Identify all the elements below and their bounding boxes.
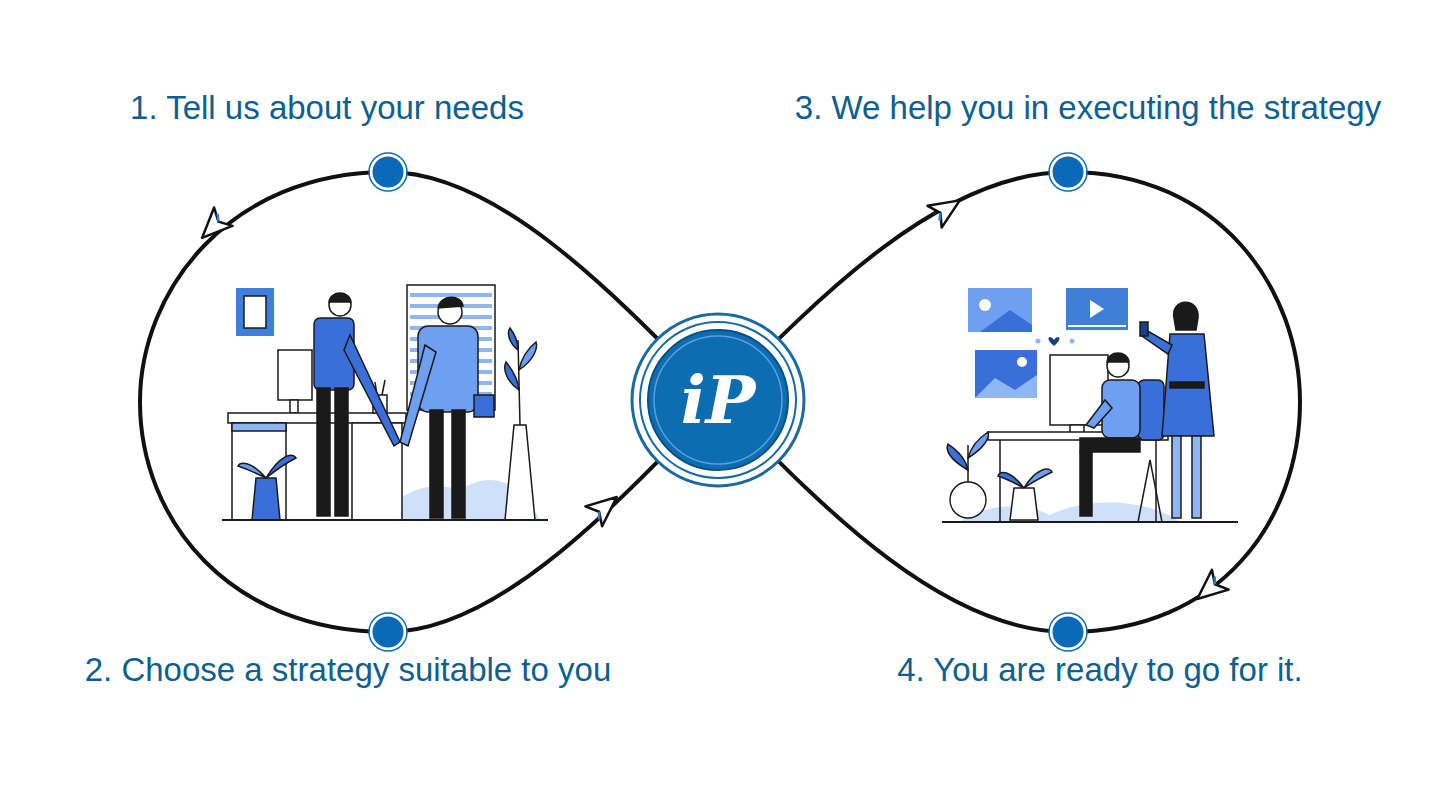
step-dots [371,155,1085,649]
handshake-scene [222,285,548,520]
step-dot [1051,155,1085,189]
logo-text: iP [630,312,806,488]
workspace-scene [942,288,1238,522]
step-dot [1051,615,1085,649]
step-label: 2. Choose a strategy suitable to you [85,650,612,690]
step-label: 1. Tell us about your needs [130,88,524,128]
infinity-loop [140,172,1300,632]
step-label: 3. We help you in executing the strategy [795,88,1381,128]
step-label: 4. You are ready to go for it. [897,650,1302,690]
logo-circle: iP [630,312,806,488]
step-dot [371,615,405,649]
paper-plane-arrows [193,189,1229,608]
step-dot [371,155,405,189]
